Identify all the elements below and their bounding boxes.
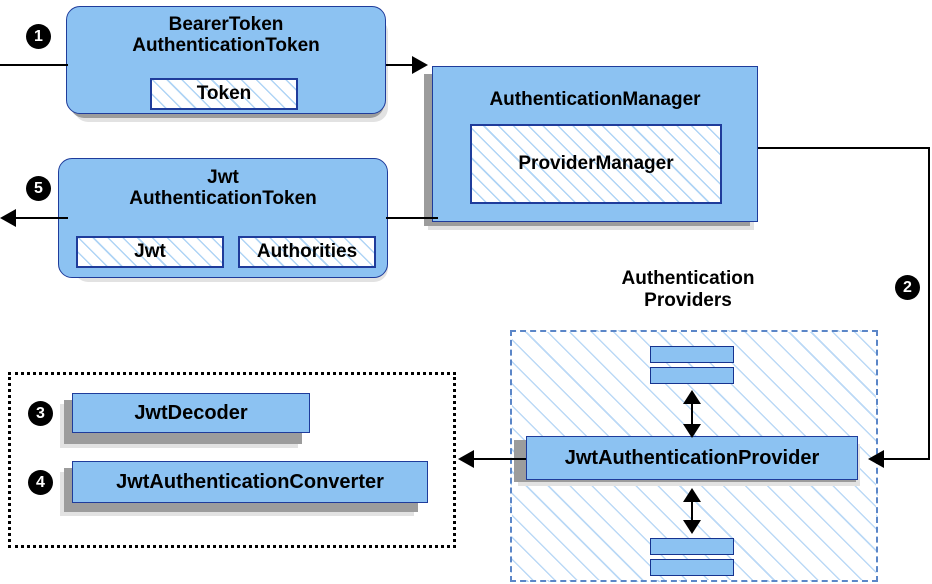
connector-provider-link-bottom bbox=[691, 494, 693, 526]
step-badge-2-number: 2 bbox=[903, 278, 912, 296]
connector-bearer-to-manager bbox=[386, 64, 426, 66]
connector-manager-right bbox=[758, 147, 930, 149]
step-badge-3: 3 bbox=[28, 401, 53, 426]
arrowhead-into-provider bbox=[868, 450, 884, 468]
step-badge-1-number: 1 bbox=[34, 27, 43, 45]
arrowhead-response-out bbox=[0, 209, 16, 227]
provider-placeholder-bar-1 bbox=[650, 346, 734, 363]
bearer-token-title-line1: BearerToken bbox=[168, 14, 284, 35]
jwt-decoder-label: JwtDecoder bbox=[134, 401, 248, 424]
authentication-manager-title: AuthenticationManager bbox=[489, 89, 701, 110]
arrowhead-provider-link-bottom-up bbox=[683, 488, 701, 502]
authentication-providers-label-line2: Providers bbox=[644, 289, 732, 311]
connector-manager-down bbox=[928, 147, 930, 459]
provider-placeholder-bar-2 bbox=[650, 367, 734, 384]
connector-request-in bbox=[0, 64, 68, 66]
arrowhead-bearer-to-manager bbox=[412, 56, 428, 74]
arrowhead-provider-to-support bbox=[458, 450, 474, 468]
jwt-authentication-provider-label: JwtAuthenticationProvider bbox=[564, 446, 820, 469]
arrowhead-provider-link-bottom-down bbox=[683, 520, 701, 534]
arrowhead-provider-link-top-down bbox=[683, 424, 701, 438]
step-badge-2: 2 bbox=[895, 275, 920, 300]
step-badge-4-number: 4 bbox=[36, 473, 45, 491]
connector-response-out bbox=[16, 217, 68, 219]
provider-placeholder-bar-3 bbox=[650, 538, 734, 555]
authentication-providers-label-line1: Authentication bbox=[621, 268, 755, 289]
node-bearer-token-inner-token[interactable]: Token bbox=[150, 78, 298, 110]
connector-into-provider bbox=[872, 458, 930, 460]
jwt-token-title-line2: AuthenticationToken bbox=[129, 188, 317, 210]
authentication-providers-label: Authentication Providers bbox=[578, 268, 798, 312]
step-badge-1: 1 bbox=[26, 24, 51, 49]
bearer-token-title-line2: AuthenticationToken bbox=[132, 35, 320, 57]
connector-provider-to-support bbox=[470, 458, 526, 460]
jwt-authentication-converter-label: JwtAuthenticationConverter bbox=[116, 470, 384, 493]
region-jwt-support bbox=[8, 372, 456, 548]
connector-provider-link-top bbox=[691, 396, 693, 430]
arrowhead-provider-link-top-up bbox=[683, 390, 701, 404]
step-badge-5-number: 5 bbox=[34, 179, 43, 197]
provider-manager-label: ProviderManager bbox=[518, 153, 674, 174]
jwt-token-title-line1: Jwt bbox=[207, 167, 239, 188]
step-badge-4: 4 bbox=[28, 470, 53, 495]
step-badge-3-number: 3 bbox=[36, 404, 45, 422]
step-badge-5: 5 bbox=[26, 176, 51, 201]
jwt-inner-authorities-label: Authorities bbox=[256, 241, 358, 262]
node-jwt-inner-jwt[interactable]: Jwt bbox=[76, 236, 224, 268]
node-jwt-inner-authorities[interactable]: Authorities bbox=[238, 236, 376, 268]
connector-manager-to-jwt-token bbox=[386, 217, 438, 219]
jwt-inner-jwt-label: Jwt bbox=[134, 241, 166, 262]
provider-placeholder-bar-4 bbox=[650, 559, 734, 576]
node-jwt-authentication-converter[interactable]: JwtAuthenticationConverter bbox=[72, 461, 428, 503]
node-jwt-decoder[interactable]: JwtDecoder bbox=[72, 393, 310, 433]
bearer-token-inner-label: Token bbox=[196, 83, 252, 104]
node-provider-manager[interactable]: ProviderManager bbox=[470, 124, 722, 204]
node-jwt-authentication-provider[interactable]: JwtAuthenticationProvider bbox=[526, 436, 858, 480]
